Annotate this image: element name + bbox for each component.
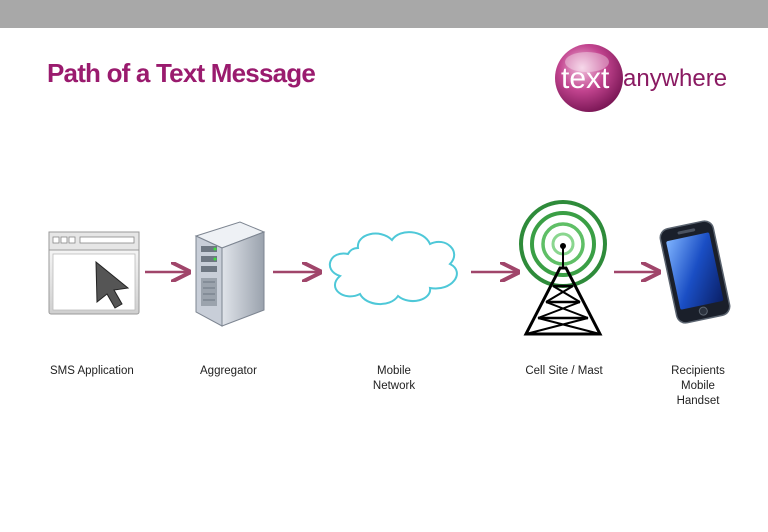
browser-cursor-icon xyxy=(48,231,140,315)
slide-title: Path of a Text Message xyxy=(47,58,316,88)
node-label-cell-site: Cell Site / Mast xyxy=(525,365,603,377)
node-label-handset: Recipients Mobile Handset xyxy=(671,365,725,407)
node-label-aggregator: Aggregator xyxy=(200,365,257,377)
logo-text-part2: anywhere xyxy=(623,65,727,92)
logo-text-part1: text xyxy=(561,62,610,95)
textanywhere-logo: text anywhere xyxy=(555,44,727,112)
node-label-sms-application: SMS Application xyxy=(50,365,134,377)
top-bar xyxy=(0,0,768,28)
node-label-mobile-network: Mobile Network xyxy=(372,365,416,392)
radio-tower-icon xyxy=(519,200,607,336)
smartphone-icon xyxy=(659,220,731,324)
cloud-icon xyxy=(328,231,458,305)
server-tower-icon xyxy=(194,221,266,327)
